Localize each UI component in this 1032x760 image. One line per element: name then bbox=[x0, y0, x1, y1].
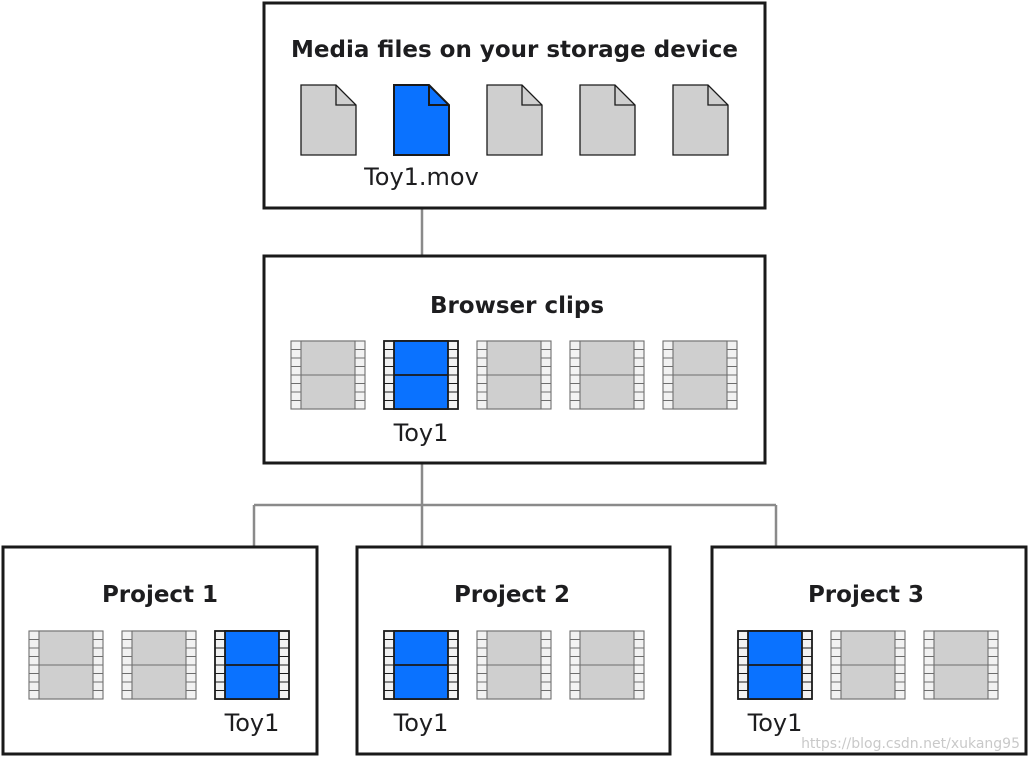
storage-file-row: Toy1.mov bbox=[300, 84, 729, 191]
browser-box-title: Browser clips bbox=[430, 293, 604, 319]
browser-clips-box: Browser clips Toy1 bbox=[262, 254, 767, 465]
project-3-item-label: Toy1 bbox=[747, 709, 803, 737]
storage-document-icon bbox=[486, 84, 543, 156]
storage-document-icon bbox=[300, 84, 357, 156]
project-3-box: Project 3 Toy1 bbox=[710, 545, 1028, 756]
project-3-film-clip-icon bbox=[737, 630, 813, 700]
browser-film-clip-icon bbox=[569, 340, 645, 410]
browser-item-label: Toy1 bbox=[393, 419, 449, 447]
project-1-title: Project 1 bbox=[102, 582, 218, 608]
project-2-item-label: Toy1 bbox=[393, 709, 449, 737]
project-2-box: Project 2 Toy1 bbox=[355, 545, 672, 756]
storage-document-icon bbox=[393, 84, 450, 156]
project-1-film-clip-icon bbox=[214, 630, 290, 700]
project-3-film-clip-icon bbox=[830, 630, 906, 700]
browser-film-clip-icon bbox=[383, 340, 459, 410]
project-2-film-clip-icon bbox=[569, 630, 645, 700]
project-3-clip-row: Toy1 bbox=[737, 630, 999, 737]
storage-box-title: Media files on your storage device bbox=[291, 37, 738, 63]
browser-film-clip-icon bbox=[290, 340, 366, 410]
project-2-title: Project 2 bbox=[454, 582, 570, 608]
project-2-clip-row: Toy1 bbox=[383, 630, 645, 737]
project-1-film-clip-icon bbox=[121, 630, 197, 700]
project-1-item-label: Toy1 bbox=[224, 709, 280, 737]
project-2-film-clip-icon bbox=[476, 630, 552, 700]
browser-film-clip-icon bbox=[662, 340, 738, 410]
project-1-clip-row: Toy1 bbox=[28, 630, 290, 737]
browser-film-clip-icon bbox=[476, 340, 552, 410]
project-2-film-clip-icon bbox=[383, 630, 459, 700]
project-3-film-clip-icon bbox=[923, 630, 999, 700]
project-3-title: Project 3 bbox=[808, 582, 924, 608]
project-1-film-clip-icon bbox=[28, 630, 104, 700]
watermark-text: https://blog.csdn.net/xukang95 bbox=[801, 736, 1020, 752]
browser-clip-row: Toy1 bbox=[290, 340, 738, 447]
storage-item-label: Toy1.mov bbox=[363, 163, 479, 191]
project-1-box: Project 1 Toy1 bbox=[1, 545, 319, 756]
storage-document-icon bbox=[579, 84, 636, 156]
storage-device-box: Media files on your storage device Toy1.… bbox=[262, 1, 767, 210]
storage-document-icon bbox=[672, 84, 729, 156]
